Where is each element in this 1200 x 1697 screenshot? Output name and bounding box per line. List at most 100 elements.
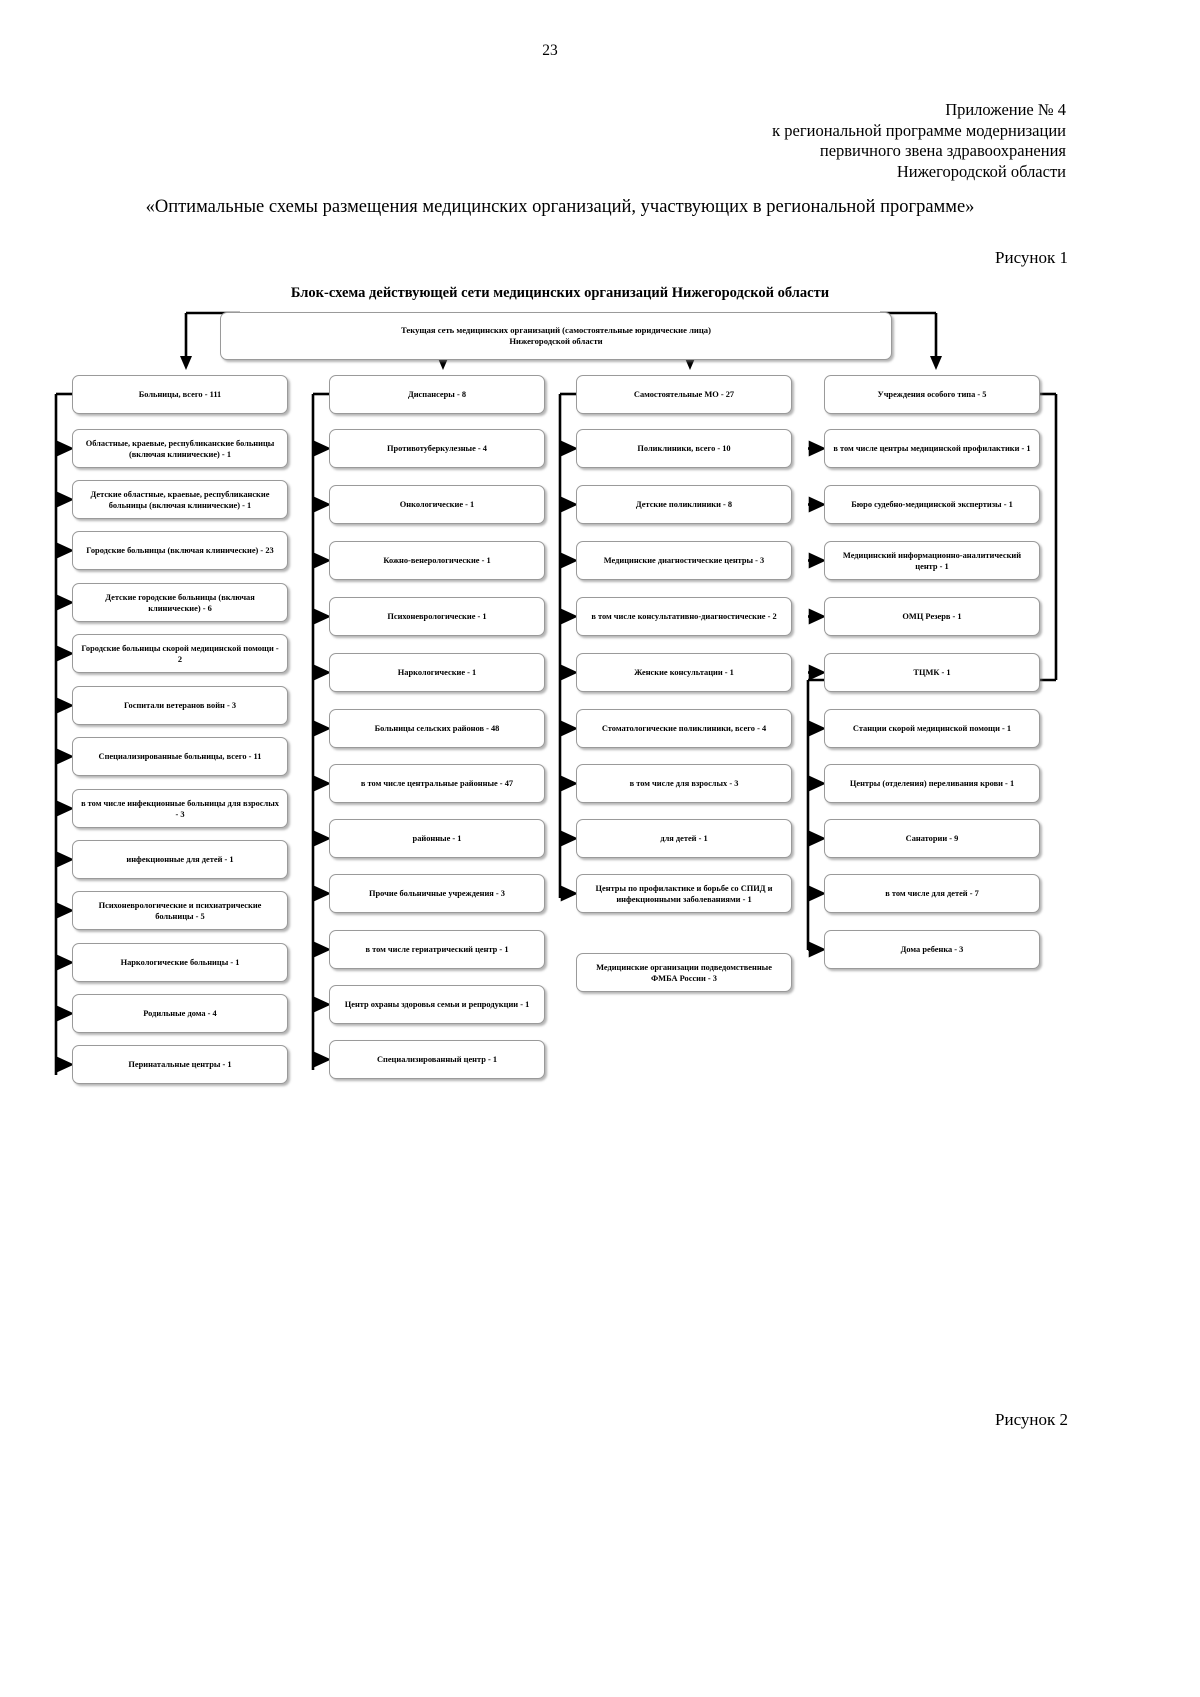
node-col4-item-5: Станции скорой медицинской помощи - 1 bbox=[824, 709, 1040, 748]
node-label: Поликлиники, всего - 10 bbox=[637, 444, 731, 453]
node-label: Противотуберкулезные - 4 bbox=[387, 444, 487, 453]
appendix-line-4: Нижегородской области bbox=[896, 161, 1066, 181]
node-col1-item-12: Перинатальные центры - 1 bbox=[72, 1045, 288, 1084]
node-root: Текущая сеть медицинских организаций (са… bbox=[220, 312, 892, 360]
node-label: Городские больницы скорой медицинской по… bbox=[81, 643, 279, 664]
node-col2-item-9: в том числе гериатрический центр - 1 bbox=[329, 930, 545, 969]
node-col1-item-1: Детские областные, краевые, республиканс… bbox=[72, 480, 288, 519]
node-label: Родильные дома - 4 bbox=[143, 1009, 217, 1018]
node-col2-item-5: Больницы сельских районов - 48 bbox=[329, 709, 545, 748]
node-label: Онкологические - 1 bbox=[399, 500, 475, 509]
node-col2-item-7: районные - 1 bbox=[329, 819, 545, 858]
appendix-line-3: первичного звена здравоохранения bbox=[819, 141, 1066, 160]
node-col3-item-1: Детские поликлиники - 8 bbox=[576, 485, 792, 524]
figure-label-top: Рисунок 1 bbox=[995, 248, 1068, 267]
node-col2-item-6: в том числе центральные районные - 47 bbox=[329, 764, 545, 803]
node-col3-item-8: Центры по профилактике и борьбе со СПИД … bbox=[576, 874, 792, 913]
node-col1-item-10: Наркологические больницы - 1 bbox=[72, 943, 288, 982]
node-col4-item-9: Дома ребенка - 3 bbox=[824, 930, 1040, 969]
node-label: Детские городские больницы (включая клин… bbox=[105, 592, 255, 613]
node-label: в том числе консультативно-диагностическ… bbox=[591, 612, 777, 621]
node-label: районные - 1 bbox=[412, 834, 462, 843]
appendix-line-2: к региональной программе модернизации bbox=[772, 120, 1066, 140]
node-label: Наркологические больницы - 1 bbox=[120, 958, 240, 967]
node-label: Городские больницы (включая клинические)… bbox=[86, 546, 274, 555]
node-label: Кожно-венерологические - 1 bbox=[383, 556, 491, 565]
node-label: Детские поликлиники - 8 bbox=[635, 500, 733, 509]
root-line-2: Нижегородской области bbox=[509, 336, 603, 346]
node-col4-item-8: в том числе для детей - 7 bbox=[824, 874, 1040, 913]
appendix-line-1: Приложение № 4 bbox=[945, 100, 1066, 119]
node-label: ОМЦ Резерв - 1 bbox=[902, 612, 962, 621]
node-col3-item-0: Поликлиники, всего - 10 bbox=[576, 429, 792, 468]
node-label: Станции скорой медицинской помощи - 1 bbox=[852, 724, 1012, 733]
node-label: Наркологические - 1 bbox=[397, 668, 477, 677]
root-line-1: Текущая сеть медицинских организаций (са… bbox=[401, 325, 711, 335]
node-col2-item-2: Кожно-венерологические - 1 bbox=[329, 541, 545, 580]
node-label: Самостоятельные МО - 27 bbox=[633, 390, 735, 399]
node-col2-item-4: Наркологические - 1 bbox=[329, 653, 545, 692]
node-label: Санатории - 9 bbox=[905, 834, 959, 843]
node-col1-item-9: Психоневрологические и психиатрические б… bbox=[72, 891, 288, 930]
node-col2-header: Диспансеры - 8 bbox=[329, 375, 545, 414]
node-label: Центры по профилактике и борьбе со СПИД … bbox=[595, 883, 773, 904]
node-col2-item-1: Онкологические - 1 bbox=[329, 485, 545, 524]
node-col3-item-2: Медицинские диагностические центры - 3 bbox=[576, 541, 792, 580]
scheme-title: Блок-схема действующей сети медицинских … bbox=[290, 285, 830, 301]
node-col2-item-0: Противотуберкулезные - 4 bbox=[329, 429, 545, 468]
node-col1-item-3: Детские городские больницы (включая клин… bbox=[72, 583, 288, 622]
figure-label-bottom: Рисунок 2 bbox=[995, 1410, 1068, 1429]
node-col4-header: Учреждения особого типа - 5 bbox=[824, 375, 1040, 414]
node-label: в том числе инфекционные больницы для вз… bbox=[81, 798, 279, 819]
node-label: Центр охраны здоровья семьи и репродукци… bbox=[344, 1000, 530, 1009]
node-col4-item-2: Медицинский информационно-аналитический … bbox=[824, 541, 1040, 580]
node-col4-item-0: в том числе центры медицинской профилакт… bbox=[824, 429, 1040, 468]
node-label: Центры (отделения) переливания крови - 1 bbox=[849, 779, 1015, 788]
node-label: Психоневрологические - 1 bbox=[387, 612, 487, 621]
node-label: Диспансеры - 8 bbox=[407, 390, 467, 399]
node-label: в том числе для взрослых - 3 bbox=[629, 779, 739, 788]
node-col4-item-7: Санатории - 9 bbox=[824, 819, 1040, 858]
node-label: Детские областные, краевые, республиканс… bbox=[90, 489, 270, 510]
page-number: 23 bbox=[542, 42, 558, 59]
appendix-block: Приложение № 4 к региональной программе … bbox=[0, 100, 1066, 182]
node-col1-header: Больницы, всего - 111 bbox=[72, 375, 288, 414]
node-label: в том числе центры медицинской профилакт… bbox=[833, 444, 1031, 453]
node-label: Бюро судебно-медицинской экспертизы - 1 bbox=[851, 500, 1013, 509]
node-label: Стоматологические поликлиники, всего - 4 bbox=[601, 724, 767, 733]
node-col2-item-10: Центр охраны здоровья семьи и репродукци… bbox=[329, 985, 545, 1024]
node-col1-item-0: Областные, краевые, республиканские боль… bbox=[72, 429, 288, 468]
node-col1-item-4: Городские больницы скорой медицинской по… bbox=[72, 634, 288, 673]
node-label: в том числе гериатрический центр - 1 bbox=[365, 945, 509, 954]
node-col3-item-3: в том числе консультативно-диагностическ… bbox=[576, 597, 792, 636]
node-label: Перинатальные центры - 1 bbox=[128, 1060, 232, 1069]
node-col2-item-11: Специализированный центр - 1 bbox=[329, 1040, 545, 1079]
node-label: Госпитали ветеранов войн - 3 bbox=[123, 701, 237, 710]
node-label: ТЦМК - 1 bbox=[913, 668, 951, 677]
node-label: Медицинский информационно-аналитический … bbox=[842, 550, 1022, 571]
node-col1-item-5: Госпитали ветеранов войн - 3 bbox=[72, 686, 288, 725]
node-col4-item-3: ОМЦ Резерв - 1 bbox=[824, 597, 1040, 636]
node-label: Дома ребенка - 3 bbox=[900, 945, 964, 954]
node-label: Областные, краевые, республиканские боль… bbox=[85, 438, 275, 459]
node-label: Медицинские диагностические центры - 3 bbox=[603, 556, 765, 565]
node-col2-item-8: Прочие больничные учреждения - 3 bbox=[329, 874, 545, 913]
node-label: инфекционные для детей - 1 bbox=[126, 855, 234, 864]
node-label: Женские консультации - 1 bbox=[634, 668, 734, 677]
node-col3-item-5: Стоматологические поликлиники, всего - 4 bbox=[576, 709, 792, 748]
node-col1-item-11: Родильные дома - 4 bbox=[72, 994, 288, 1033]
node-label: Специализированный центр - 1 bbox=[376, 1055, 498, 1064]
node-col3-item-4: Женские консультации - 1 bbox=[576, 653, 792, 692]
node-col4-item-1: Бюро судебно-медицинской экспертизы - 1 bbox=[824, 485, 1040, 524]
node-col2-item-3: Психоневрологические - 1 bbox=[329, 597, 545, 636]
node-col1-item-7: в том числе инфекционные больницы для вз… bbox=[72, 789, 288, 828]
node-col3-item-7: для детей - 1 bbox=[576, 819, 792, 858]
node-label: Больницы сельских районов - 48 bbox=[374, 724, 500, 733]
node-col3-header: Самостоятельные МО - 27 bbox=[576, 375, 792, 414]
node-col4-item-4: ТЦМК - 1 bbox=[824, 653, 1040, 692]
document-title: «Оптимальные схемы размещения медицински… bbox=[145, 197, 975, 217]
node-col3-standalone-fmba: Медицинские организации подведомственные… bbox=[576, 953, 792, 992]
node-label: Психоневрологические и психиатрические б… bbox=[98, 900, 262, 921]
